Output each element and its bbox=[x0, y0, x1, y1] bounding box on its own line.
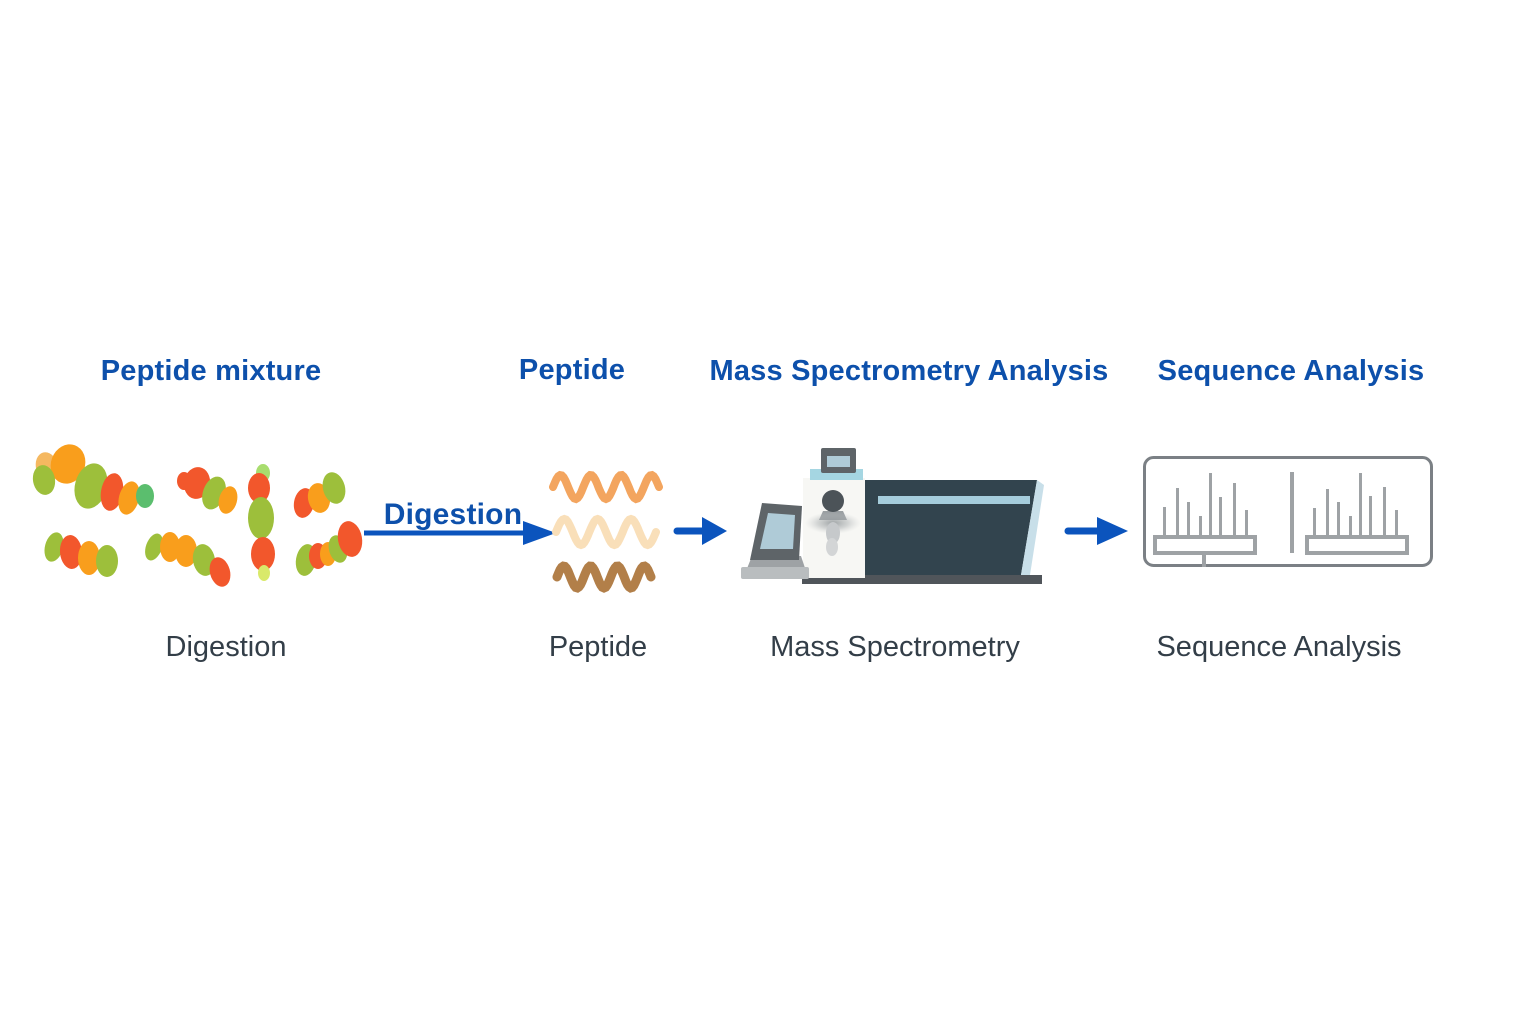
control-monitor bbox=[741, 503, 809, 579]
protein-chain bbox=[295, 521, 363, 576]
digestion-arrow-label: Digestion bbox=[383, 498, 523, 531]
arrow-right-icon bbox=[1064, 517, 1128, 545]
protein-chain bbox=[293, 472, 346, 518]
instrument-display-screen bbox=[827, 456, 850, 467]
sequence-analysis-panel bbox=[1143, 456, 1433, 567]
caption-mass-spectrometry: Mass Spectrometry bbox=[770, 631, 1020, 663]
header-peptide: Peptide bbox=[518, 354, 626, 386]
peptide-mixture-illustration bbox=[32, 444, 363, 587]
header-mass-spectrometry-analysis: Mass Spectrometry Analysis bbox=[709, 355, 1109, 387]
spectrum-chart bbox=[1153, 473, 1257, 555]
caption-sequence-analysis: Sequence Analysis bbox=[1156, 631, 1402, 663]
arrow-right-icon bbox=[673, 517, 727, 545]
protein-chain bbox=[248, 464, 275, 581]
instrument-stripe bbox=[878, 496, 1030, 504]
protein-chain bbox=[44, 532, 118, 577]
caption-digestion: Digestion bbox=[165, 631, 287, 663]
instrument-side-panel bbox=[1021, 480, 1044, 575]
header-peptide-mixture: Peptide mixture bbox=[100, 355, 322, 387]
protein-chain bbox=[32, 444, 154, 515]
header-sequence-analysis: Sequence Analysis bbox=[1157, 355, 1425, 387]
mass-spectrometer-illustration bbox=[741, 448, 1044, 584]
caption-peptide: Peptide bbox=[548, 631, 648, 663]
ion-source bbox=[805, 490, 861, 556]
protein-chain bbox=[177, 467, 238, 514]
peptide-strands-illustration bbox=[549, 470, 663, 593]
instrument-body bbox=[862, 480, 1037, 575]
instrument-base bbox=[802, 575, 1042, 584]
digestion-arrow-icon bbox=[364, 521, 556, 545]
housing-top-strip bbox=[810, 469, 863, 480]
protein-chain bbox=[145, 532, 231, 587]
spectrum-chart bbox=[1305, 473, 1409, 555]
